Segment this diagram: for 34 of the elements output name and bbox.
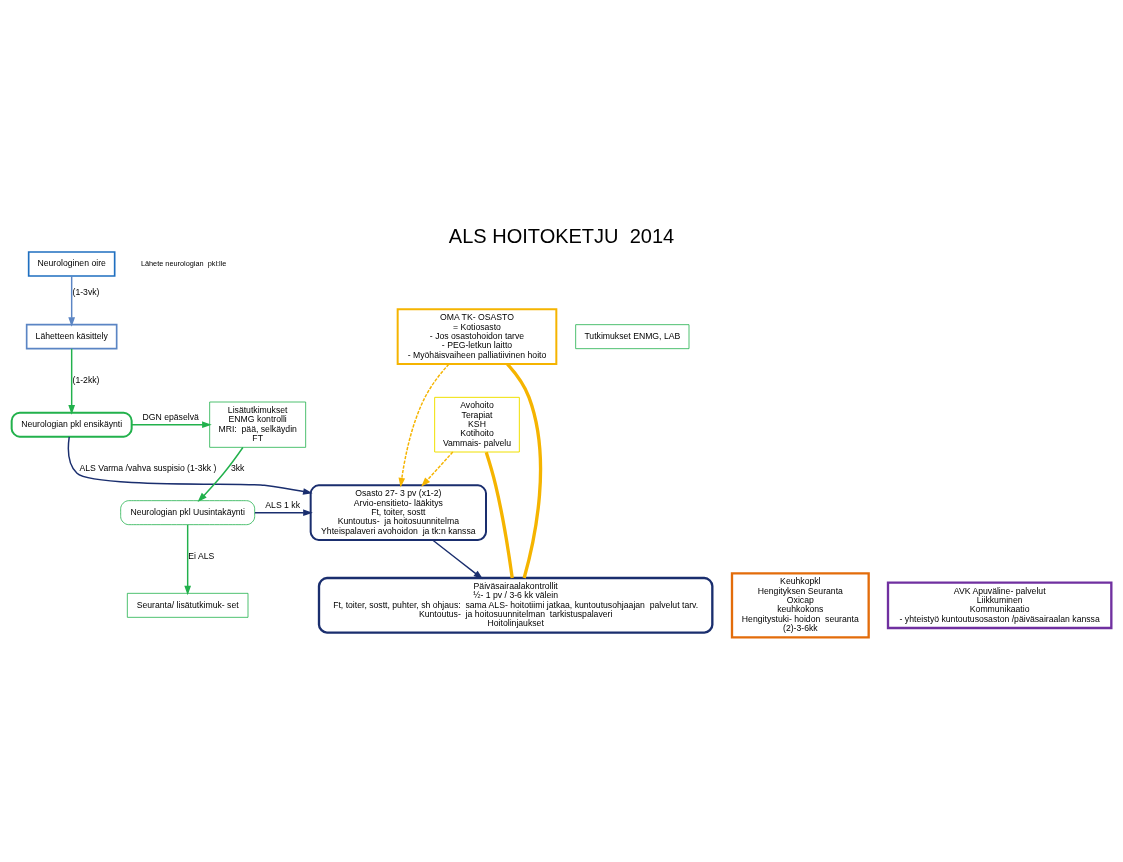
node-box: Seuranta/ lisätutkimuk- set: [126, 592, 249, 618]
arrow: [421, 451, 454, 487]
arrow: [67, 436, 313, 495]
edge-label: ALS Varma /vahva suspisio (1-3kk ): [79, 462, 217, 473]
arrow: [254, 509, 313, 517]
arrow: [131, 421, 212, 429]
connector: [484, 451, 514, 579]
edge-label: 3kk: [230, 462, 245, 473]
arrow: [432, 539, 484, 580]
node-box: Lähetteen käsittely: [25, 323, 118, 350]
node-box: Lisätutkimukset ENMG kontrolli MRI: pää, selkäydin FT: [209, 401, 307, 448]
node-box: Keuhkopkl Hengityksen Seuranta Oxicap keuhkokons Hengitystuki- hoidon seuranta (2)-3-6kk: [730, 572, 870, 639]
diagram-title: ALS HOITOKETJU 2014: [448, 225, 675, 248]
node-box: AVK Apuväline- palvelut Liikkuminen Kommunikaatio - yhteistyö kuntoutusosaston /päiväsairaalan kanssa: [886, 581, 1113, 630]
arrow: [68, 275, 76, 327]
node-box: Neurologinen oire: [27, 251, 116, 277]
arrow: [68, 348, 76, 415]
node-box: Päiväsairaalakontrollit ½- 1 pv / 3-6 kk välein Ft, toiter, sostt, puhter, sh ohjaus: sama ALS- hoitotiimi jatkaa, kuntoutusohjaajan palvelut tarv. Kuntoutus- ja hoitosuunnitelman tarkistuspalaveri Hoitolinjaukset: [317, 576, 714, 634]
edge-label: (1-2kk): [72, 374, 100, 385]
node-box: Neurologian pkl ensikäynti: [10, 411, 133, 438]
arrow: [184, 523, 192, 596]
label: Lähete neurologian pkl:lle: [140, 258, 227, 268]
node-box: Neurologian pkl Uusintakäynti: [120, 500, 256, 526]
node-box: Osasto 27- 3 pv (x1-2) Arvio-ensitieto- lääkitys Ft, toiter, sostt Kuntoutus- ja hoitosuunnitelma Yhteispalaveri avohoidon ja tk:n kanssa: [309, 484, 487, 541]
connector: [506, 363, 543, 579]
edge-label: DGN epäselvä: [142, 412, 199, 423]
arrow: [197, 446, 244, 503]
node-box: OMA TK- OSASTO = Kotiosasto - Jos osastohoidon tarve - PEG-letkun laitto - Myöhäisvaiheen palliatiivinen hoito: [396, 308, 558, 365]
edge-label: Ei ALS: [188, 550, 215, 561]
arrow: [398, 363, 450, 488]
edge-label: (1-3vk): [72, 286, 100, 297]
node-box: Tutkimukset ENMG, LAB: [575, 324, 690, 350]
node-box: Avohoito Terapiat KSH Kotihoito Vammais- palvelu: [434, 396, 520, 453]
edge-label: ALS 1 kk: [265, 500, 300, 511]
